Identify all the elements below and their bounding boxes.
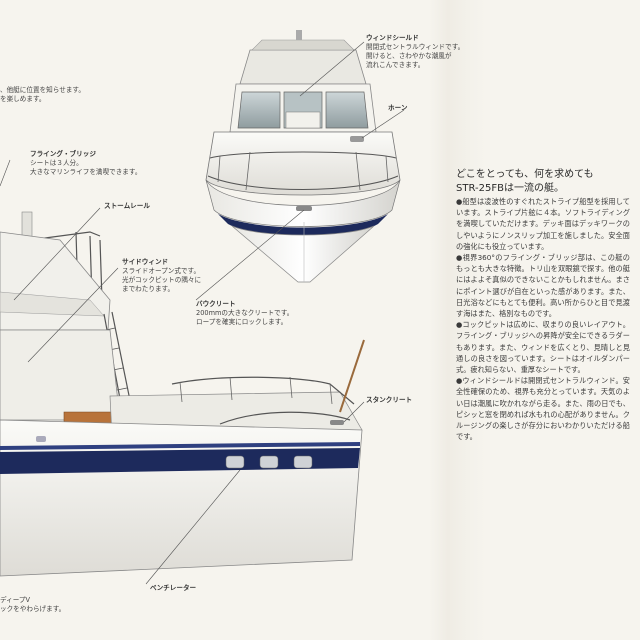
label-bottom-left-fragment: ディープV ックをやわらげます。 [0, 596, 66, 613]
label-stern-cleat: スタンクリート [366, 396, 413, 404]
label-top-left-fragment: 、他艇に位置を知らせます。 を楽しめます。 [0, 86, 85, 103]
label-bow-cleat: バウクリート 200mmの大きなクリートです。 ロープを確実にロックします。 [196, 300, 294, 326]
label-flying-bridge: フライング・ブリッジ シートは３人分。 大きなマリンライフを満喫できます。 [30, 150, 142, 176]
article-paragraph: ●コックピットは広めに、収まりの良いレイアウト。フライング・ブリッジへの昇降が安… [456, 320, 630, 375]
label-windshield: ウィンドシールド 開閉式セントラルウィンドです。 開けると、さわやかな潮風が 流… [366, 34, 465, 69]
boat-side-view [0, 211, 365, 577]
label-ventilator: ベンチレーター [150, 584, 197, 592]
article-heading: どこをとっても、何を求めても STR-25FBは一流の艇。 [456, 169, 594, 194]
boat-front-view [205, 30, 401, 283]
label-side-window: サイドウィンド スライドオープン式です。 光がコックピットの隅々に までわたりま… [122, 258, 202, 293]
label-horn: ホーン [388, 104, 408, 112]
article-body: ●船型は凌波性のすぐれたストライプ船型を採用しています。ストライプ片舷に４本。ソ… [456, 196, 630, 442]
article-paragraph: ●ウィンドシールドは開閉式セントラルウィンド。安全性確保のため、視界も充分とって… [456, 376, 630, 442]
leader-lines [0, 41, 405, 585]
label-storm-rail: ストームレール [104, 202, 150, 210]
article-paragraph: ●船型は凌波性のすぐれたストライプ船型を採用しています。ストライプ片舷に４本。ソ… [456, 197, 630, 251]
article-paragraph: ●視界360°のフライング・ブリッジ部は、この艇のもっとも大きな特徴。トリ山を双… [456, 253, 630, 319]
